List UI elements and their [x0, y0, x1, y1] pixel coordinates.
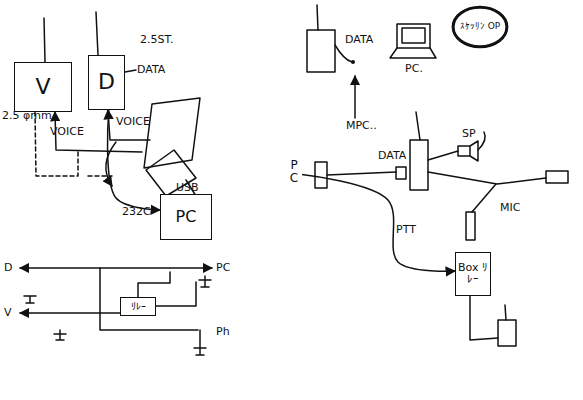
antenna [317, 5, 318, 30]
radio-box: D [88, 55, 125, 110]
sketch-label: DATA [378, 150, 406, 161]
pc-port [315, 162, 327, 188]
sketch-label: USB [176, 182, 199, 193]
sketch-label: MPC.. [346, 120, 377, 131]
node-text: D [98, 70, 115, 94]
laptop-screen [397, 24, 430, 48]
voice-line [20, 312, 120, 314]
laptop-display [402, 28, 425, 43]
laptop-base [390, 48, 436, 58]
relay-box: ﾘﾚｰ [120, 297, 156, 316]
dashed-wire [35, 112, 78, 176]
node-text: ｽｹｯﾘﾝ OP [460, 22, 500, 32]
rx-wire [106, 142, 116, 186]
sketch-label: VOICE [116, 116, 150, 127]
data-cable [327, 172, 396, 175]
sketch-label: SP [462, 128, 476, 139]
antenna [416, 112, 420, 140]
node-text: ﾘﾚｰ [131, 301, 146, 312]
antenna [44, 18, 45, 62]
ground-symbol [54, 330, 66, 340]
sketch-label: VOICE [50, 126, 84, 137]
sketch-label: MIC [500, 202, 520, 213]
mic-cable [428, 172, 546, 184]
pc-box: PC [160, 194, 212, 240]
node-text: PC. [405, 63, 423, 75]
sketch-label: V [4, 307, 12, 318]
antenna [505, 305, 506, 320]
connector-label: PTT [396, 224, 416, 235]
radio-box: V [14, 62, 72, 112]
speaker-cable [428, 151, 458, 160]
sketch-label: PC [216, 262, 230, 273]
data-line [20, 267, 212, 269]
wire [100, 268, 198, 330]
node-text: V [35, 75, 50, 99]
ground-symbol [194, 330, 206, 355]
dashed-wire [88, 175, 112, 177]
connector [396, 167, 406, 179]
voice-wire [108, 110, 150, 140]
antenna [96, 12, 98, 55]
circle-shape [453, 7, 507, 46]
sketch-label: Ph [216, 326, 230, 337]
sketch-label: DATA [137, 64, 165, 75]
mic-cable [472, 184, 496, 212]
speaker-lead [478, 132, 485, 150]
radio-body [410, 140, 428, 190]
connector-line [108, 110, 160, 210]
connector-label: 232C [122, 206, 151, 217]
sketch-label: D [4, 262, 12, 273]
pc-caption: PC. [388, 60, 440, 78]
speaker-symbol [458, 141, 478, 161]
plug [351, 60, 355, 64]
plug-body [546, 171, 568, 183]
sketch-label: 2.5ST. [140, 34, 173, 45]
data-lead [125, 70, 136, 72]
data-cable [335, 45, 352, 62]
pc-label: P C [286, 150, 302, 194]
wire [138, 272, 170, 297]
node-text: Box ﾘﾚｰ [456, 262, 490, 286]
sketch-label: 2.5 φmm [2, 110, 52, 121]
relay-box: Box ﾘﾚｰ [455, 252, 491, 296]
node-text: PC [176, 208, 197, 226]
radio-cable [470, 296, 498, 340]
connector-line [302, 174, 455, 271]
node-text: P C [286, 159, 302, 185]
wire [156, 282, 196, 306]
mic-symbol [466, 212, 475, 240]
ground-symbol [199, 276, 211, 287]
sketch-label: DATA [345, 34, 373, 45]
radio-body [498, 320, 516, 346]
ground-symbol [24, 296, 36, 303]
interface-box [144, 98, 200, 168]
pointer-arrow [354, 76, 356, 118]
option-circle: ｽｹｯﾘﾝ OP [452, 6, 508, 48]
radio-body [307, 30, 335, 72]
